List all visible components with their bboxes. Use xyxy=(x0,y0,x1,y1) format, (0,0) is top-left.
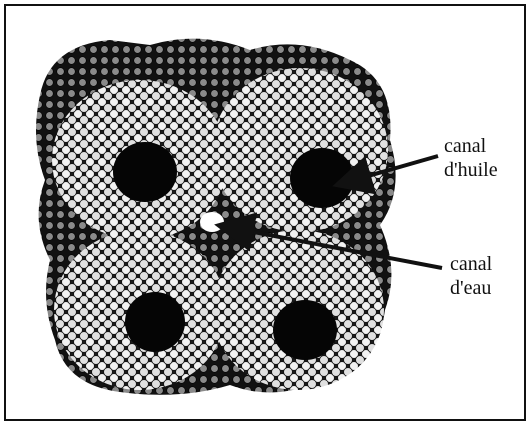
oil-channel-label-line1: canal xyxy=(444,134,524,158)
water-channel-label-line2: d'eau xyxy=(450,276,520,300)
tube-top-left xyxy=(52,80,228,240)
water-channel-gap xyxy=(200,212,224,232)
tube-bottom-left xyxy=(54,230,226,390)
tube-top-left-core xyxy=(113,142,177,202)
tube-bottom-left-core xyxy=(125,292,185,352)
water-channel-label-line1: canal xyxy=(450,252,520,276)
tube-bottom-right-core xyxy=(273,300,337,360)
oil-channel-label-line2: d'huile xyxy=(444,158,524,182)
tube-top-right xyxy=(212,68,388,232)
tube-top-right-core xyxy=(290,148,354,208)
water-channel-label: canal d'eau xyxy=(450,252,520,300)
oil-channel-label: canal d'huile xyxy=(444,134,524,182)
